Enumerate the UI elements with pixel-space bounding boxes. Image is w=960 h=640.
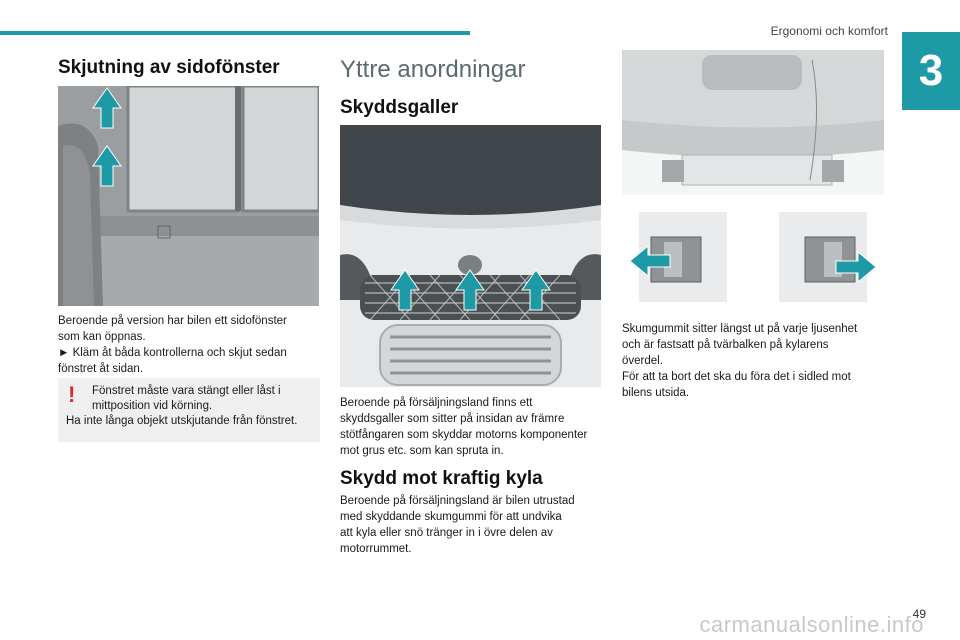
arrow-up-icon — [455, 269, 485, 311]
arrow-up-icon — [92, 145, 122, 187]
heading-grille: Skyddsgaller — [340, 97, 459, 118]
header-rule — [0, 31, 470, 35]
watermark: carmanualsonline.info — [699, 612, 924, 637]
text-line: med skyddande skumgummi för att undvika — [340, 511, 562, 523]
text-line: att kyla eller snö tränger in i övre del… — [340, 527, 553, 539]
arrow-up-icon — [521, 269, 551, 311]
engine-bay-illustration — [622, 50, 884, 195]
arrow-up-icon — [92, 87, 122, 129]
heading-side-window: Skjutning av sidofönster — [58, 57, 280, 78]
page-number: 49 — [912, 607, 926, 621]
text-line: Beroende på försäljningsland är bilen ut… — [340, 495, 575, 507]
warning-line: Ha inte långa objekt utskjutande från fö… — [66, 415, 298, 427]
warning-box: ! Fönstret måste vara stängt eller låst … — [58, 378, 320, 442]
text-line: mot grus etc. som kan spruta in. — [340, 445, 504, 457]
side-window-illustration — [58, 86, 319, 306]
text-line: överdel. — [622, 355, 663, 367]
text-line: ► Kläm åt båda kontrollerna och skjut se… — [58, 347, 287, 359]
warning-line: mittposition vid körning. — [92, 400, 213, 412]
text-line: Beroende på version har bilen ett sidofö… — [58, 315, 287, 327]
text-line: Beroende på försäljningsland finns ett — [340, 397, 533, 409]
grille-text: Beroende på försäljningsland finns ett s… — [340, 395, 602, 459]
text-line: och är fastsatt på tvärbalken på kylaren… — [622, 339, 829, 351]
text-line: motorrummet. — [340, 543, 412, 555]
warning-line: Fönstret måste vara stängt eller låst i — [92, 385, 281, 397]
side-window-text: Beroende på version har bilen ett sidofö… — [58, 313, 320, 377]
text-line: bilens utsida. — [622, 387, 690, 399]
arrow-right-icon — [835, 250, 877, 284]
chapter-title: Ergonomi och komfort — [770, 24, 888, 38]
arrow-up-icon — [390, 269, 420, 311]
text-line: fönstret åt sidan. — [58, 363, 144, 375]
arrow-left-icon — [629, 244, 671, 278]
foam-text: Skumgummit sitter längst ut på varje lju… — [622, 321, 884, 401]
cold-protection-text: Beroende på försäljningsland är bilen ut… — [340, 493, 602, 557]
chapter-number-tab: 3 — [902, 32, 960, 110]
heading-cold-protection: Skydd mot kraftig kyla — [340, 468, 543, 489]
text-line: stötfångaren som skyddar motorns kompone… — [340, 429, 588, 441]
text-line: Skumgummit sitter längst ut på varje lju… — [622, 323, 858, 335]
text-line: som kan öppnas. — [58, 331, 146, 343]
foam-right-illustration — [779, 212, 867, 302]
grille-illustration — [340, 125, 601, 387]
text-line: För att ta bort det ska du föra det i si… — [622, 371, 851, 383]
section-title: Yttre anordningar — [340, 56, 526, 83]
warning-icon: ! — [68, 382, 76, 407]
text-line: skyddsgaller som sitter på insidan av fr… — [340, 413, 565, 425]
